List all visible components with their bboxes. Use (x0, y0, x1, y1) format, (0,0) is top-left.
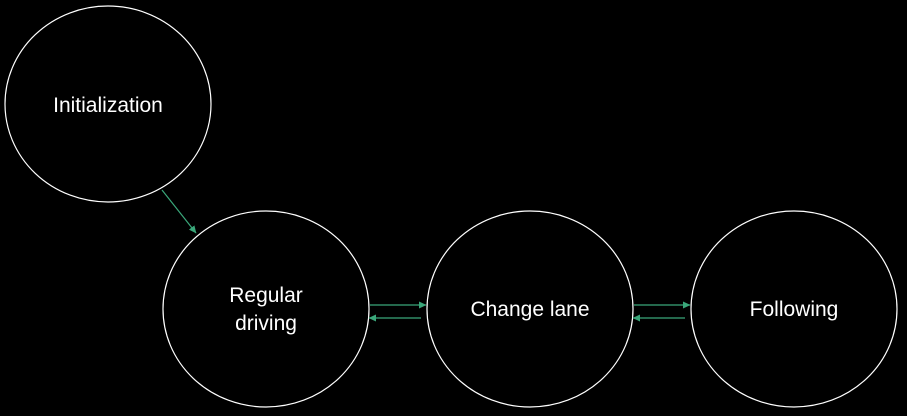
node-initialization: Initialization (4, 5, 212, 203)
node-initialization-circle (4, 5, 212, 203)
node-regular-driving: Regular driving (162, 210, 370, 408)
node-regular-driving-label-line1: Regular (229, 284, 303, 307)
node-following-label: Following (750, 298, 839, 321)
node-regular-driving-label-line2: driving (235, 312, 297, 335)
node-change-lane-circle (426, 210, 634, 408)
node-change-lane-label: Change lane (470, 298, 589, 321)
node-change-lane: Change lane (426, 210, 634, 408)
node-following-circle (690, 210, 898, 408)
node-initialization-label: Initialization (53, 94, 163, 117)
arrow-initialization-to-regular-driving (161, 189, 197, 234)
node-regular-driving-circle (162, 210, 370, 408)
node-following: Following (690, 210, 898, 408)
